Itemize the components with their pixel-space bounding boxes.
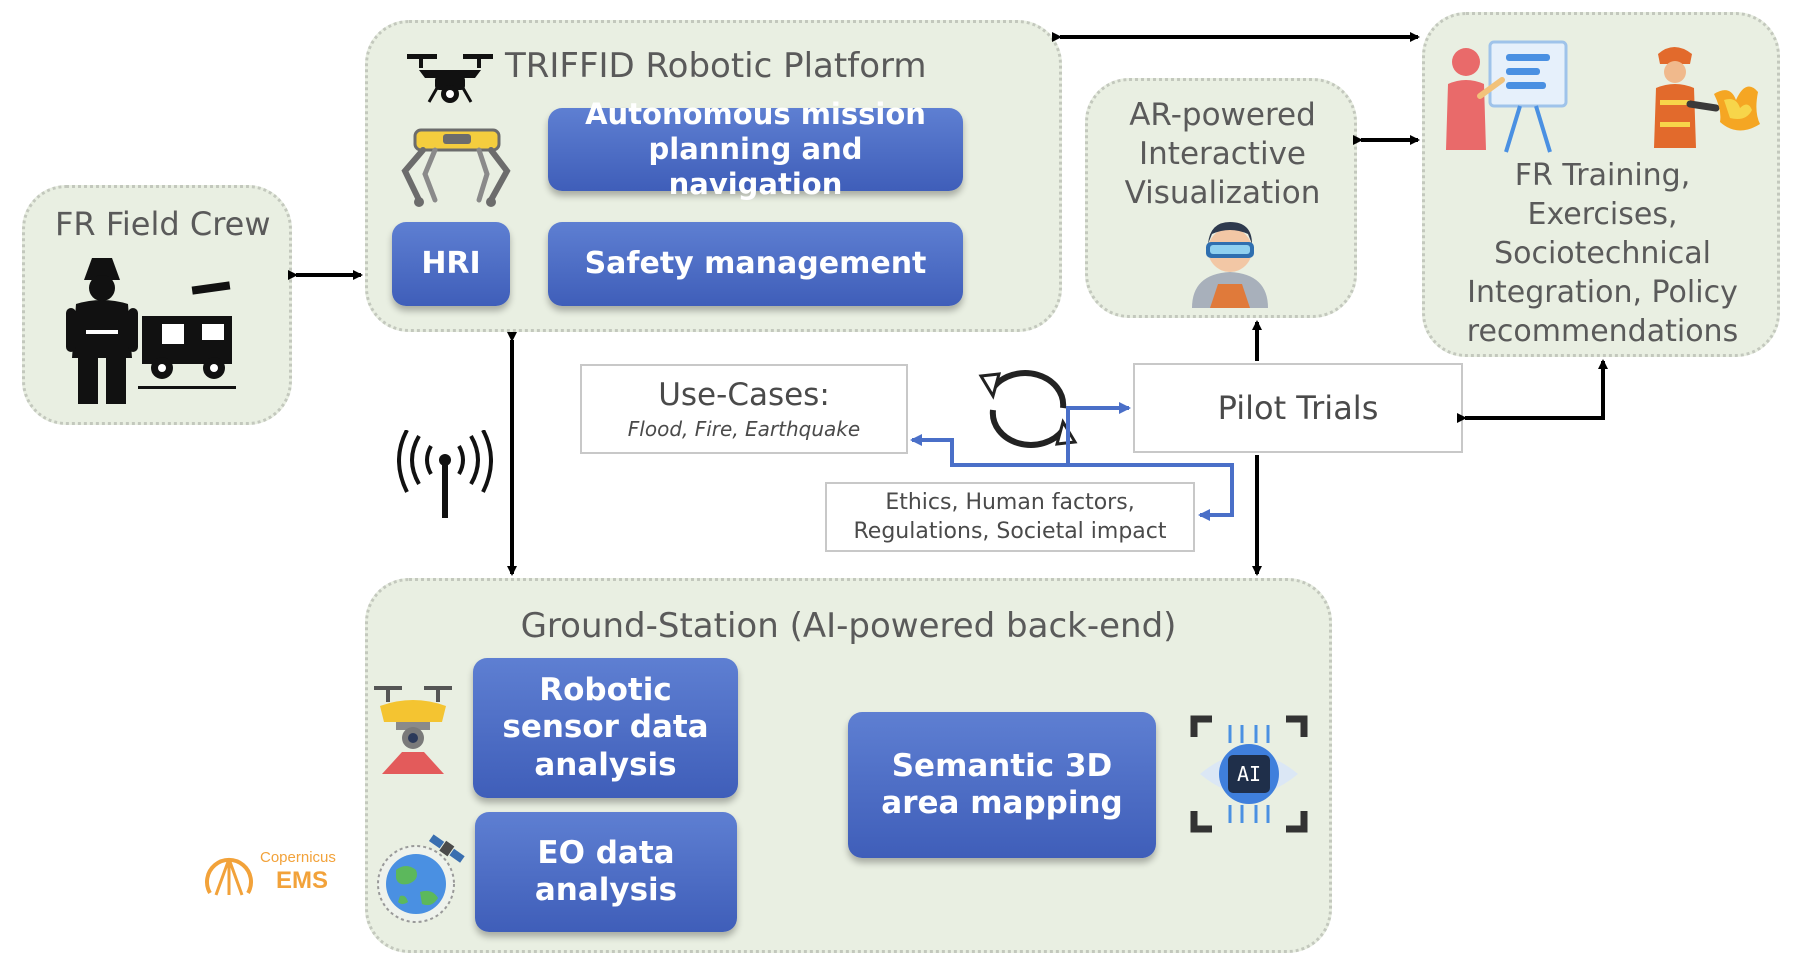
training-panel <box>1422 12 1780 357</box>
ar-visualization-panel <box>1085 78 1357 318</box>
earth-satellite-icon <box>377 834 465 923</box>
ethics-label: Ethics, Human factors, Regulations, Soci… <box>853 490 1167 544</box>
vr-user-icon <box>1192 222 1268 308</box>
survey-drone-icon <box>374 686 452 774</box>
drone-icon <box>407 54 493 103</box>
copernicus-logo-icon <box>205 857 253 896</box>
robot-dog-icon <box>401 128 511 207</box>
ai-chip-label: AI <box>1236 762 1262 786</box>
ai-chip-icon: AI <box>1190 715 1308 833</box>
trainer-presentation-icon <box>1446 40 1568 153</box>
robotic-sensor-block: Robotic sensor data analysis <box>473 658 738 798</box>
ar-visualization-title: AR-powered Interactive Visualization <box>1124 97 1321 211</box>
hri-block: HRI <box>392 222 510 306</box>
antenna-icon <box>397 430 493 518</box>
eo-data-block: EO data analysis <box>475 812 737 932</box>
mission-planning-block: Autonomous mission planning and navigati… <box>548 97 963 201</box>
semantic-mapping-block: Semantic 3D area mapping <box>848 712 1156 858</box>
ethics-box: Ethics, Human factors, Regulations, Soci… <box>825 482 1195 552</box>
firefighter-hose-icon <box>1654 47 1760 148</box>
use-cases-title: Use-Cases: <box>658 377 830 413</box>
copernicus-ems-logo: Copernicus EMS <box>204 845 354 903</box>
ground-station-title: Ground-Station (AI-powered back-end) <box>520 606 1177 646</box>
safety-management-block: Safety management <box>548 222 963 306</box>
field-crew-title: FR Field Crew <box>55 205 271 243</box>
arrow-pilot-training <box>1457 359 1608 423</box>
robotic-platform-title: TRIFFID Robotic Platform <box>505 46 927 86</box>
firefighter-truck-icon <box>66 258 236 404</box>
field-crew-panel <box>22 185 292 425</box>
pilot-trials-label: Pilot Trials <box>1217 389 1379 427</box>
use-cases-box: Use-Cases: Flood, Fire, Earthquake <box>580 364 908 454</box>
ems-label: EMS <box>276 867 329 894</box>
training-title: FR Training, Exercises, Sociotechnical I… <box>1466 158 1739 349</box>
refresh-cycle-icon <box>966 363 1090 455</box>
use-cases-subtitle: Flood, Fire, Earthquake <box>627 417 861 441</box>
copernicus-label: Copernicus <box>260 849 336 866</box>
pilot-trials-box: Pilot Trials <box>1133 363 1463 453</box>
